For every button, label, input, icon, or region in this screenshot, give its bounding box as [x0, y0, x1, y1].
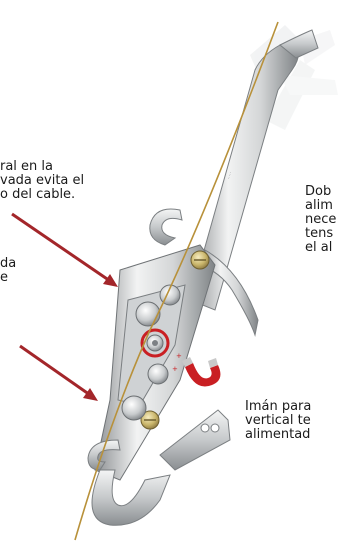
annotation-wire-guide: ral en la vada evita el o del cable.: [0, 159, 85, 202]
horseshoe-magnet-icon: + +: [172, 352, 221, 387]
magnet-ring: [140, 328, 170, 358]
svg-text:·····: ·····: [226, 171, 234, 181]
roller-lower: [121, 395, 147, 421]
lower-bracket: [91, 469, 171, 526]
right-spring-leg: [199, 249, 259, 337]
roller-upper: [135, 301, 161, 327]
arrow-pointer-icon: [19, 344, 98, 401]
lower-left-curl: [87, 439, 121, 471]
annotation-magnet: Imán para vertical te alimentad: [245, 399, 312, 442]
upper-arm-tip: [279, 29, 319, 59]
annotation-double-feed: Dob alim nece tens el al: [305, 184, 337, 255]
left-curl: [149, 208, 183, 246]
svg-text:+: +: [172, 365, 178, 373]
annotation-rollers: da e: [0, 256, 17, 285]
svg-text:+: +: [176, 352, 182, 360]
arrow-pointer-icon: [11, 212, 118, 287]
feed-wire: [74, 21, 279, 541]
bottom-plate: [159, 409, 231, 471]
screw-middle: [147, 363, 169, 385]
